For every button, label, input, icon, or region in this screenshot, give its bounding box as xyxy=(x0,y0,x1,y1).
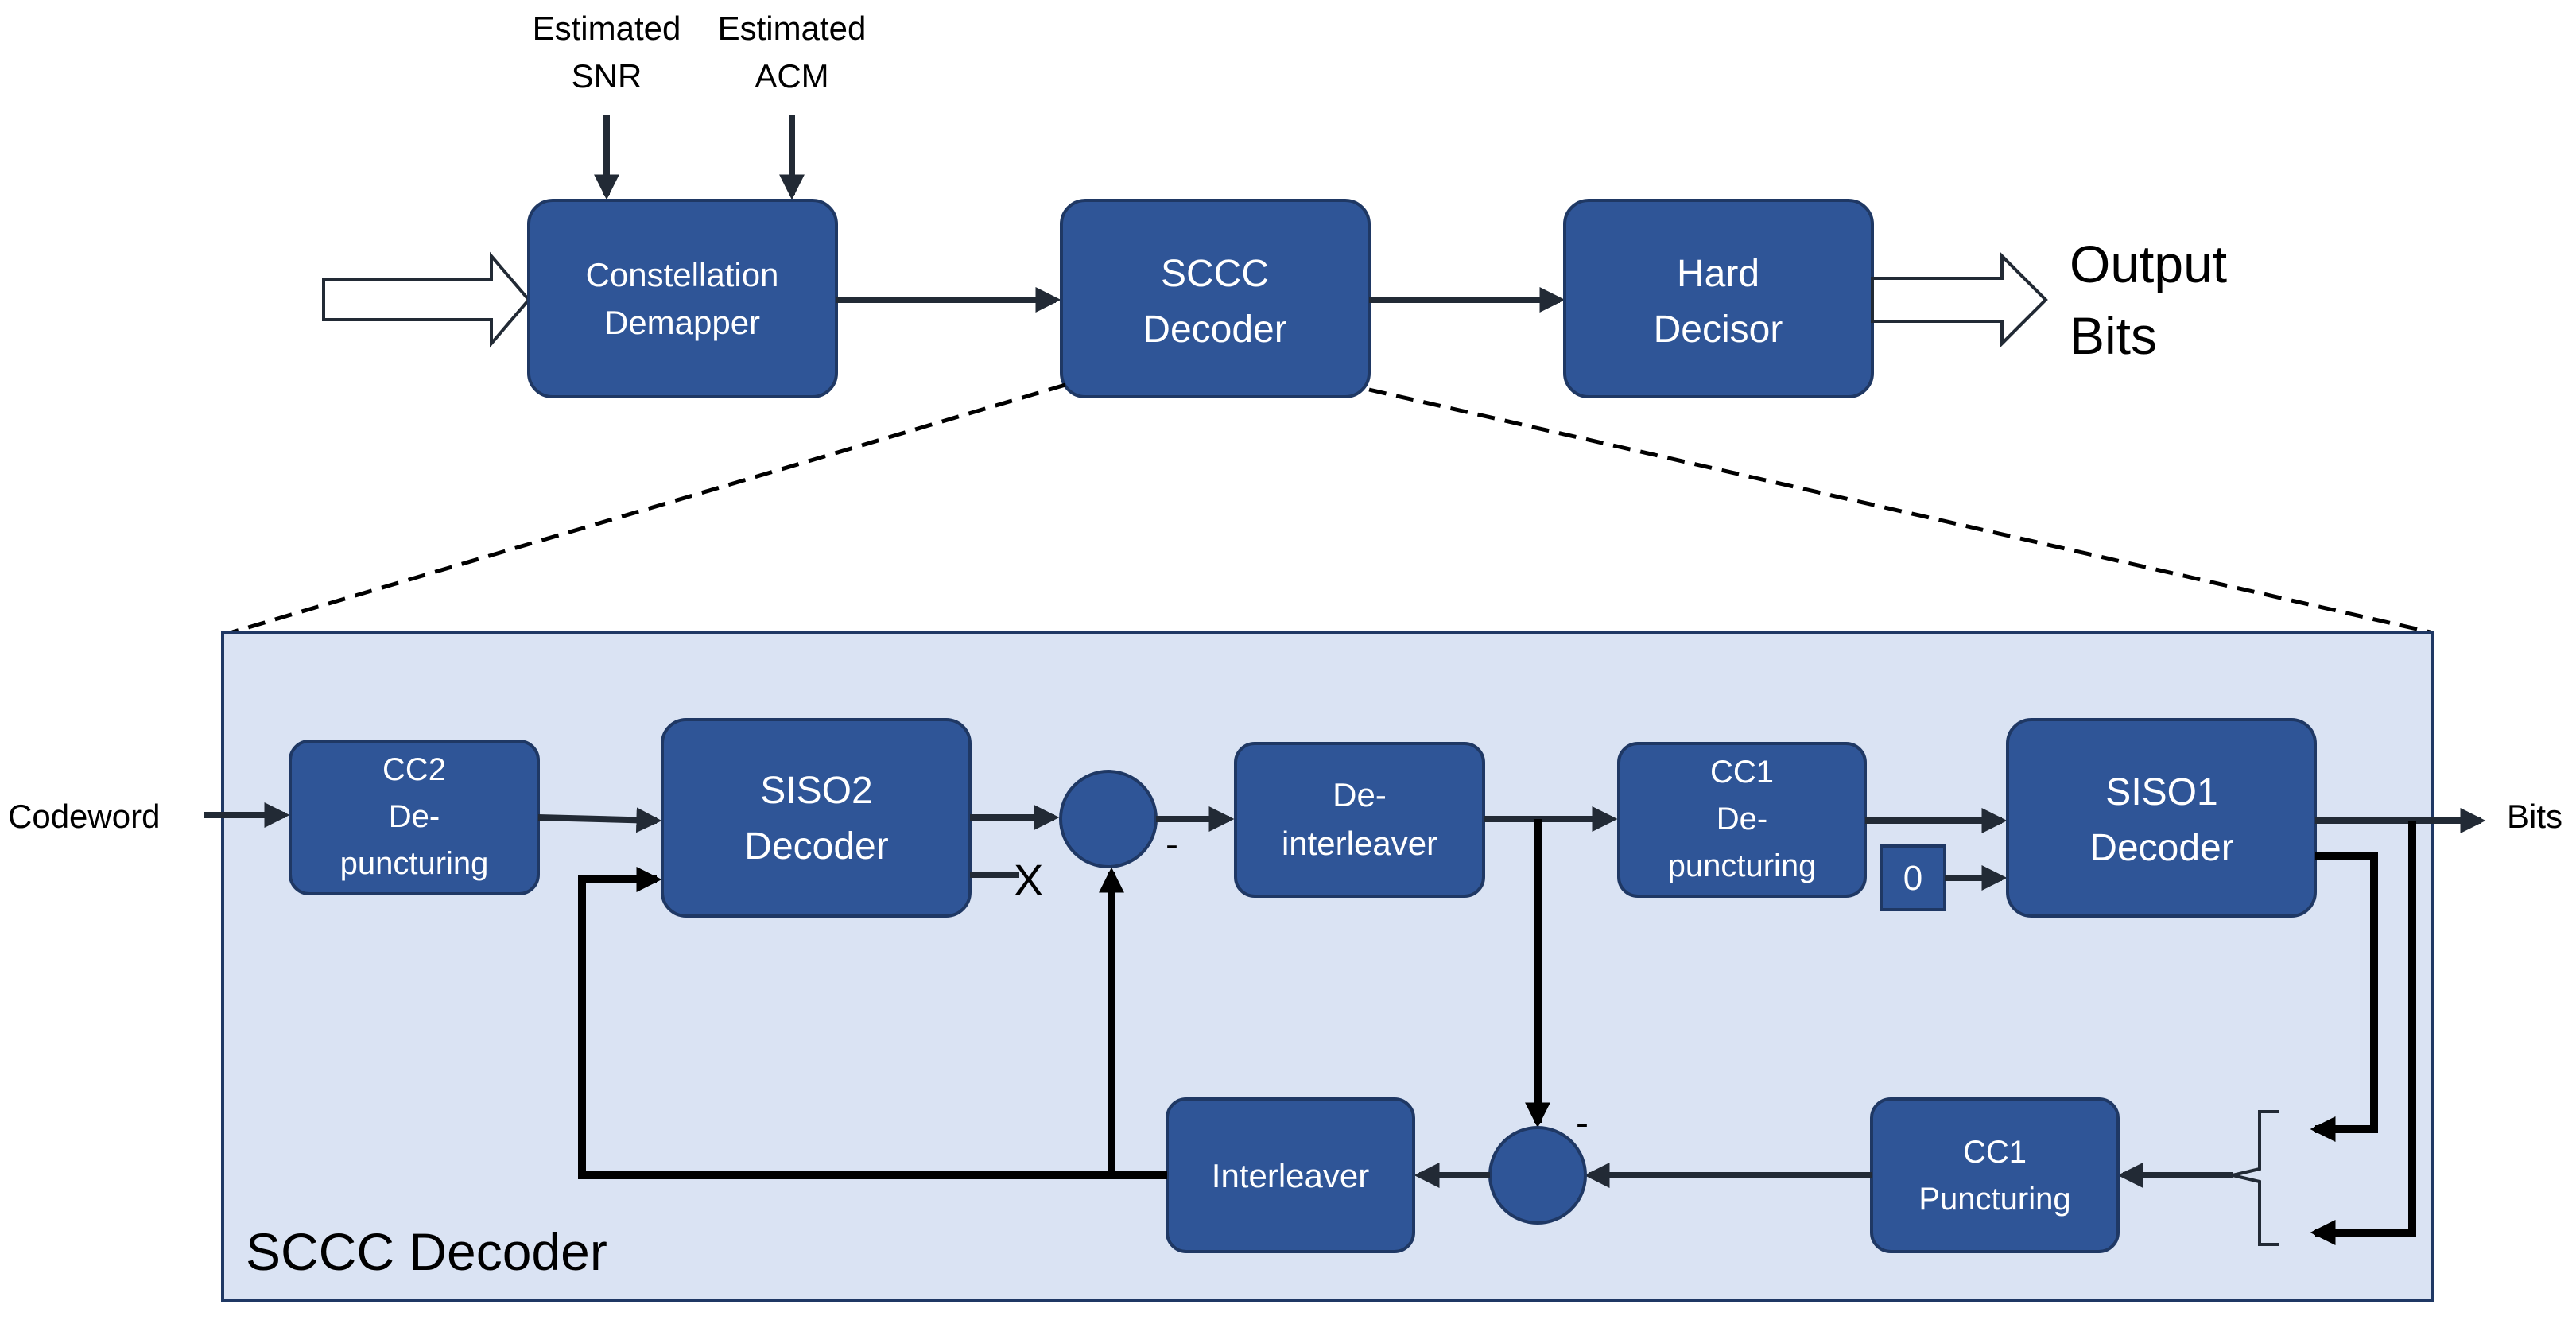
x-mark: X xyxy=(1014,855,1043,905)
estimated-acm-label-line2: ACM xyxy=(755,57,828,95)
siso1-decoder-block: SISO1 Decoder xyxy=(2006,718,2317,918)
cc1-puncturing-line1: CC1 xyxy=(1963,1135,2027,1170)
codeword-label: Codeword xyxy=(8,798,160,835)
constellation-demapper-line1: Constellation xyxy=(586,256,779,293)
interleaver-label: Interleaver xyxy=(1212,1157,1369,1194)
input-hollow-arrow xyxy=(322,251,531,348)
interleaver-to-siso2-feedback xyxy=(578,866,1167,1179)
sccc-decoder-block: SCCC Decoder xyxy=(1060,199,1371,398)
bits-feedback-line xyxy=(2310,821,2416,1246)
interleaver-block: Interleaver xyxy=(1166,1097,1415,1253)
cc2-depuncturing-line3: puncturing xyxy=(340,846,489,881)
cc2-to-siso2-arrow xyxy=(537,807,662,833)
zoom-line-left xyxy=(231,382,1066,635)
deinterleaver-line2: interleaver xyxy=(1282,825,1437,862)
siso2-decoder-line2: Decoder xyxy=(744,825,888,868)
siso1-decoder-line2: Decoder xyxy=(2089,827,2233,869)
cc1-depuncturing-line2: De- xyxy=(1717,802,1767,837)
zoom-line-right xyxy=(1368,387,2431,635)
estimated-snr-label-line2: SNR xyxy=(572,57,642,95)
hard-decisor-line2: Decisor xyxy=(1654,309,1783,351)
sccc-detail-title: SCCC Decoder xyxy=(246,1222,607,1281)
cc2-depuncturing-line1: CC2 xyxy=(382,752,446,787)
bits-output-label: Bits xyxy=(2507,798,2562,835)
hard-decisor-block: Hard Decisor xyxy=(1563,199,1874,398)
siso1-decoder-line1: SISO1 xyxy=(2105,771,2217,813)
cc1-depuncturing-line3: puncturing xyxy=(1668,848,1817,883)
cc1-depuncturing-block: CC1 De- puncturing xyxy=(1617,742,1867,898)
zero-input-label: 0 xyxy=(1903,859,1922,898)
output-hollow-arrow xyxy=(1871,252,2048,347)
deinterleaver-block: De- interleaver xyxy=(1234,742,1485,898)
deinterleaver-line1: De- xyxy=(1333,776,1387,813)
cc1-puncturing-line2: Puncturing xyxy=(1918,1182,2070,1217)
constellation-demapper-line2: Demapper xyxy=(604,304,760,341)
cc2-depuncturing-line2: De- xyxy=(389,799,440,834)
cc1-depuncturing-line1: CC1 xyxy=(1710,755,1774,790)
cc1-puncturing-block: CC1 Puncturing xyxy=(1870,1097,2120,1253)
constellation-demapper-block: Constellation Demapper xyxy=(527,199,838,398)
subtractor-2-circle xyxy=(1488,1126,1587,1225)
output-bits-label-line1: Output xyxy=(2070,235,2227,293)
subtractor-2-minus: - xyxy=(1576,1102,1589,1144)
siso2-decoder-line1: SISO2 xyxy=(760,770,872,812)
subtractor-1-circle xyxy=(1059,770,1158,868)
output-bits-label-line2: Bits xyxy=(2070,306,2157,365)
subtractor-1-minus: - xyxy=(1166,824,1178,866)
sccc-decoder-line2: Decoder xyxy=(1143,309,1286,351)
sccc-decoder-line1: SCCC xyxy=(1161,253,1269,295)
siso1-extrinsic-feedback-line xyxy=(2310,852,2378,1143)
zero-input-block: 0 xyxy=(1880,844,1946,911)
cc2-depuncturing-block: CC2 De- puncturing xyxy=(289,740,540,895)
estimated-snr-label-line1: Estimated xyxy=(533,10,681,47)
siso2-decoder-block: SISO2 Decoder xyxy=(661,718,972,918)
hard-decisor-line1: Hard xyxy=(1677,253,1759,295)
estimated-acm-label-line1: Estimated xyxy=(718,10,867,47)
